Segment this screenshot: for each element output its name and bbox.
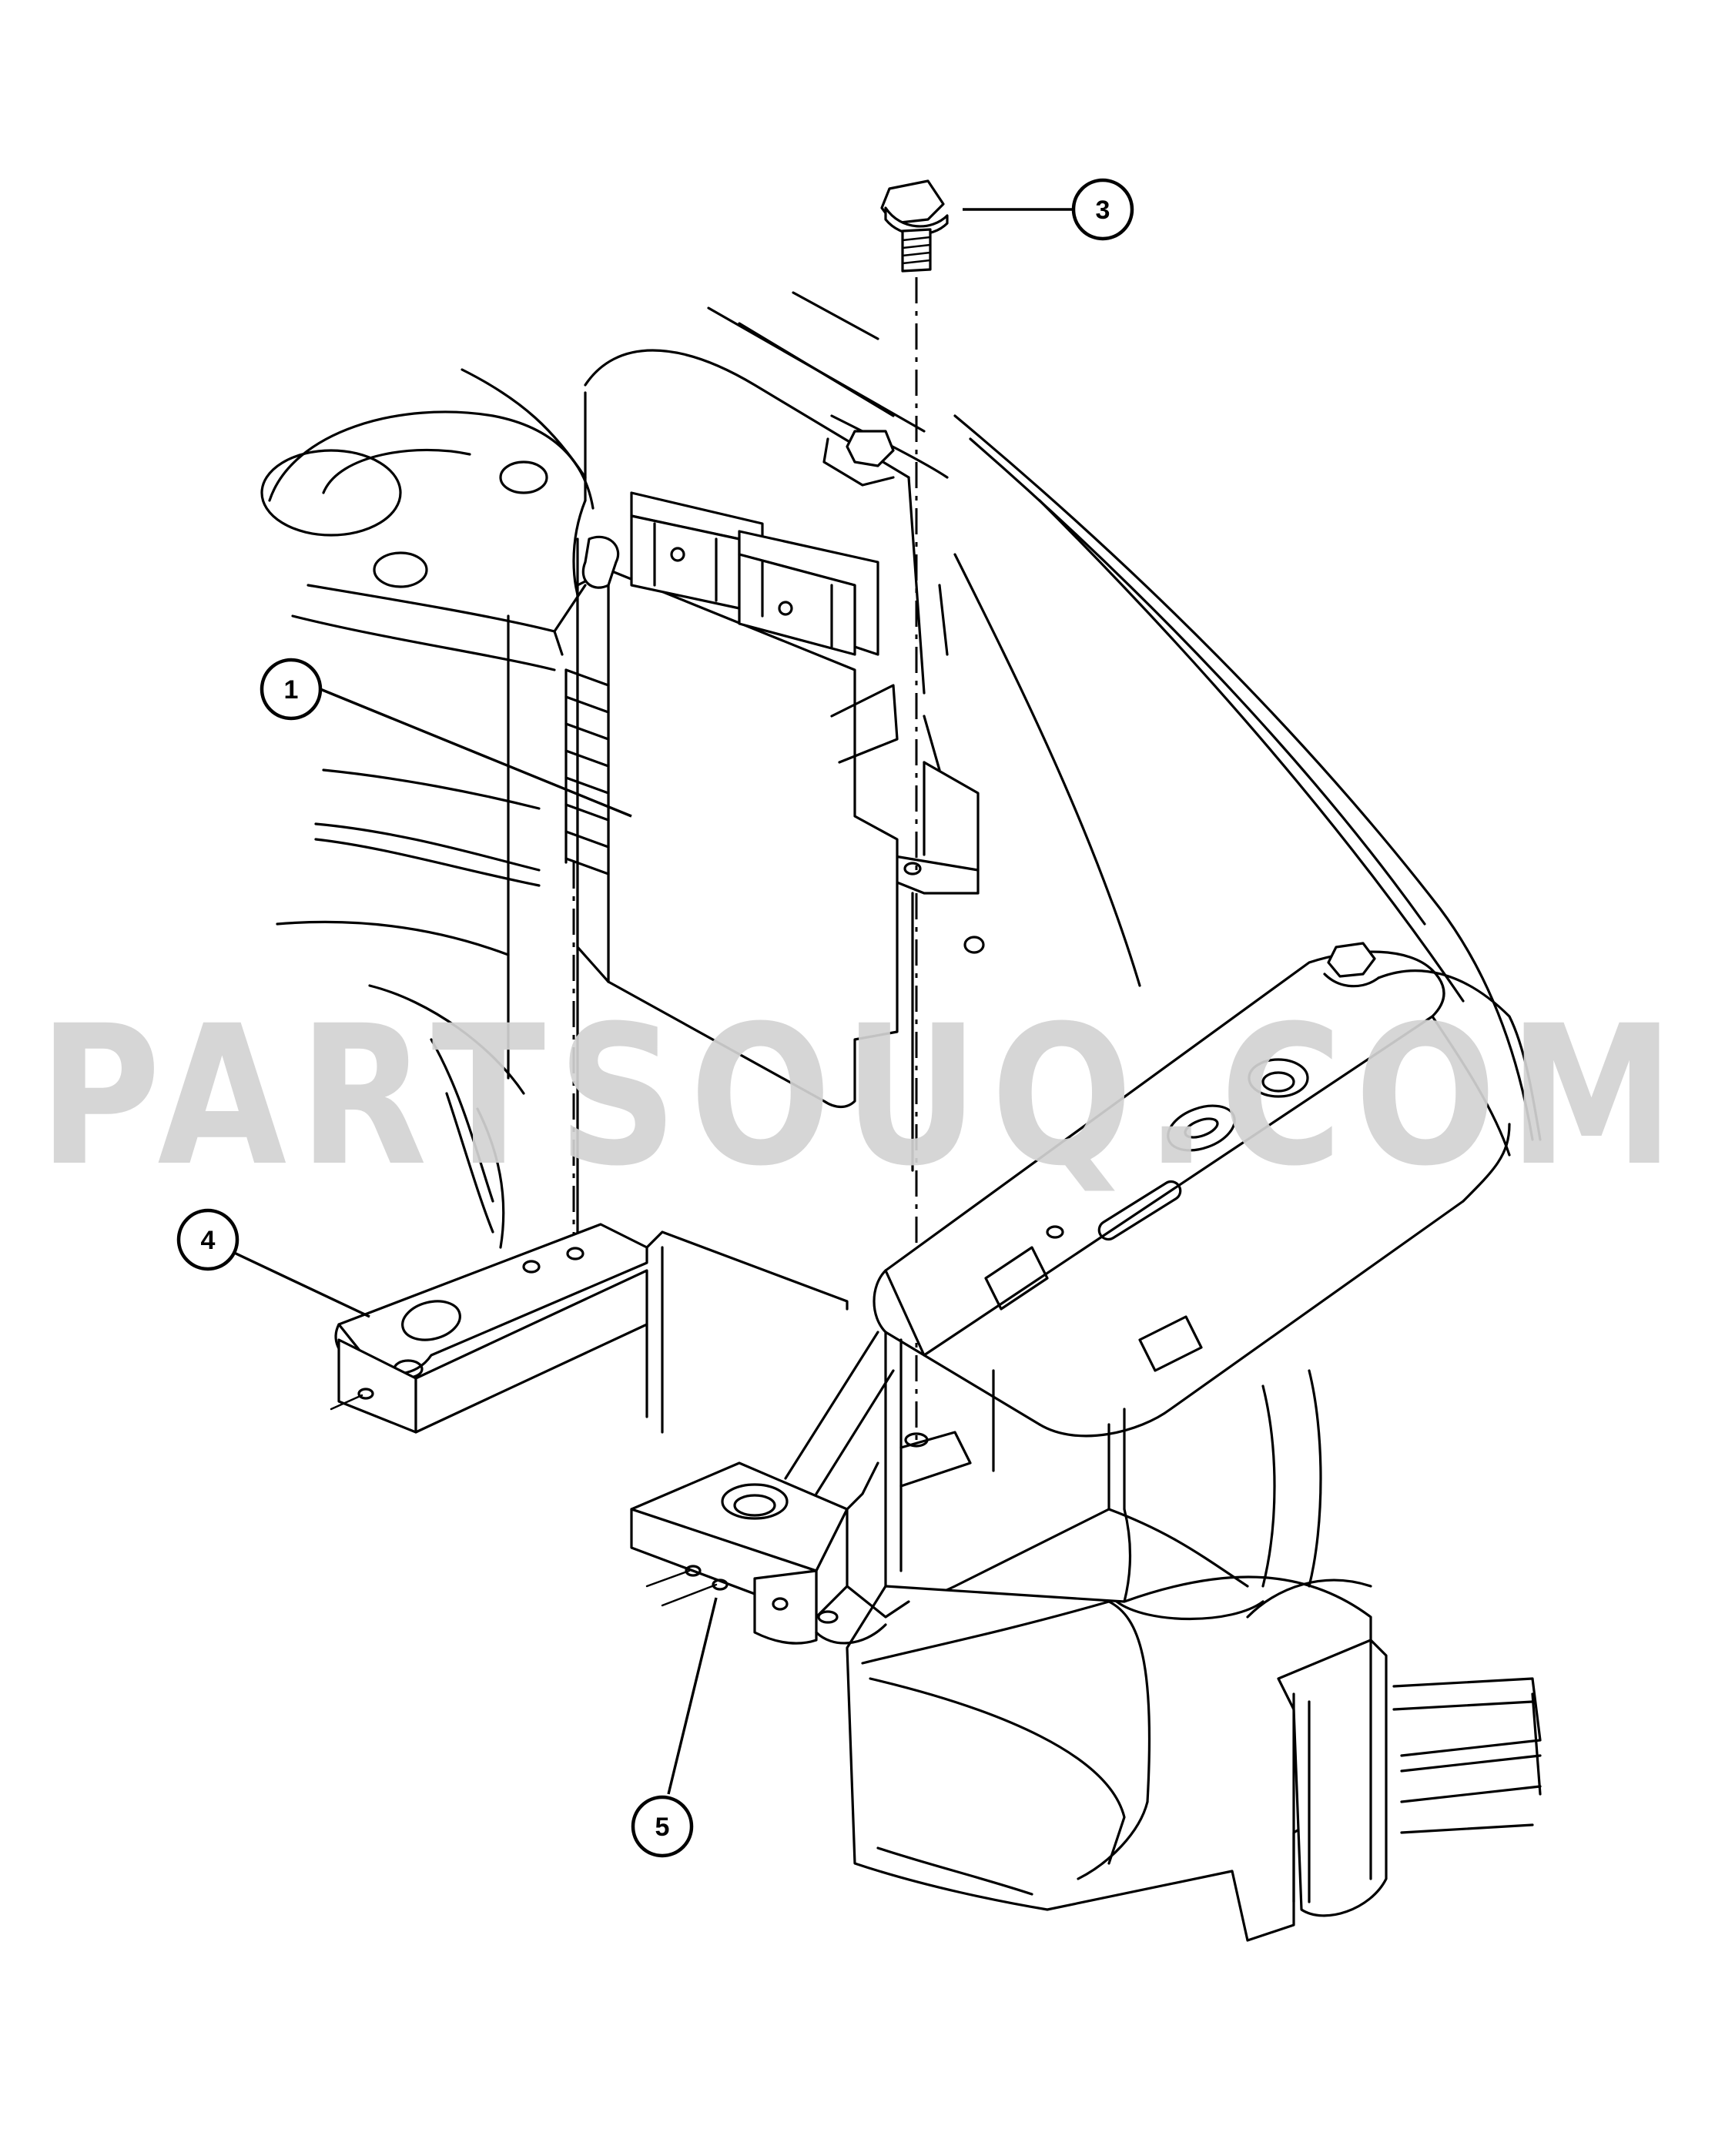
callout-label-3: 3	[1096, 196, 1110, 225]
vent-slots	[1392, 1677, 1542, 1834]
mounting-bracket	[330, 1223, 849, 1434]
panel-bolt-upper	[822, 430, 895, 487]
callout-1: 1	[260, 658, 632, 818]
vertical-channel	[884, 1331, 1132, 1603]
lower-duct	[846, 1369, 1542, 1942]
module-connector-1	[630, 491, 764, 618]
bolt	[880, 179, 949, 273]
callout-4: 4	[176, 1208, 370, 1318]
support-bolt-right	[1323, 942, 1380, 988]
radiator-support	[873, 942, 1542, 1438]
watermark-text: PARTSOUQ.COM	[39, 984, 1686, 1208]
lower-bracket-block	[630, 1331, 910, 1645]
fender-edge	[822, 414, 1534, 1141]
body-panel-background	[260, 368, 595, 1249]
callout-label-1: 1	[284, 675, 299, 705]
upper-bracket	[884, 761, 980, 1172]
control-module	[553, 491, 899, 1109]
callout-label-4: 4	[201, 1226, 216, 1255]
callout-3: 3	[963, 178, 1134, 241]
installation-lines	[572, 277, 918, 1448]
callout-5: 5	[631, 1597, 718, 1858]
callout-label-5: 5	[655, 1813, 670, 1842]
module-connector-2	[738, 530, 879, 656]
module-cooling-fins	[564, 668, 610, 875]
